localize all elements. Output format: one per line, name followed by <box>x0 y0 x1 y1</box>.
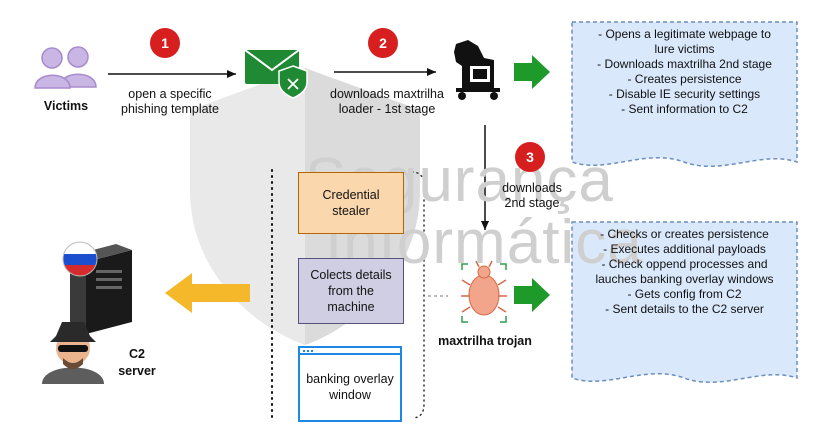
victims-icon <box>34 46 97 89</box>
banking-overlay-label: banking overlay window <box>306 372 394 402</box>
orange-arrow-icon <box>165 273 250 313</box>
credential-stealer-box: Credential stealer <box>298 172 404 234</box>
email-shield-icon <box>244 49 308 99</box>
trojan-horse-icon <box>454 40 500 100</box>
step-badge-2: 2 <box>368 28 398 58</box>
banking-overlay-window: banking overlay window <box>298 346 402 422</box>
trojan-label: maxtrilha trojan <box>438 334 532 348</box>
c2-server-label: C2 server <box>118 347 156 378</box>
stage1-note-box <box>571 21 798 167</box>
step-badge-1: 1 <box>150 28 180 58</box>
stage2-note-line: - Sent details to the C2 server <box>605 302 764 316</box>
russia-flag-icon <box>62 241 98 277</box>
green-arrow-top-icon <box>514 55 550 89</box>
stage2-note-line: - Check oppend processes and <box>601 257 768 271</box>
stage2-note-line: - Gets config from C2 <box>627 287 742 301</box>
stage1-note-line: - Downloads maxtrilha 2nd stage <box>597 57 772 71</box>
window-title-bar <box>300 348 400 355</box>
hacker-icon <box>42 322 104 384</box>
step-2-text: downloads maxtrilha loader - 1st stage <box>330 87 444 116</box>
stage1-notes: - Opens a legitimate webpage to lure vic… <box>572 27 797 117</box>
stage2-note-line: lauches banking overlay windows <box>595 272 774 286</box>
modules-bracket <box>411 171 425 419</box>
stage2-notes: - Checks or creates persistence - Execut… <box>572 227 797 317</box>
stage1-note-line: - Disable IE security settings <box>608 87 761 101</box>
stage1-note-line: - Sent information to C2 <box>621 102 748 116</box>
stage2-note-line: - Executes additional payloads <box>603 242 766 256</box>
stage1-note-line: lure victims <box>654 42 715 56</box>
stage2-note-line: - Checks or creates persistence <box>600 227 769 241</box>
stage2-note-box <box>571 221 798 383</box>
step-badge-3: 3 <box>515 142 545 172</box>
collects-details-box: Colects details from the machine <box>298 258 404 324</box>
step-3-text: downloads 2nd stage <box>502 181 562 210</box>
step-1-text: open a specific phishing template <box>121 87 219 116</box>
stage1-note-line: - Creates persistence <box>627 72 742 86</box>
trojan-bug-icon <box>461 260 507 323</box>
stage1-note-line: - Opens a legitimate webpage to <box>598 27 771 41</box>
victims-label: Victims <box>43 99 89 113</box>
green-arrow-bottom-icon <box>514 278 550 312</box>
